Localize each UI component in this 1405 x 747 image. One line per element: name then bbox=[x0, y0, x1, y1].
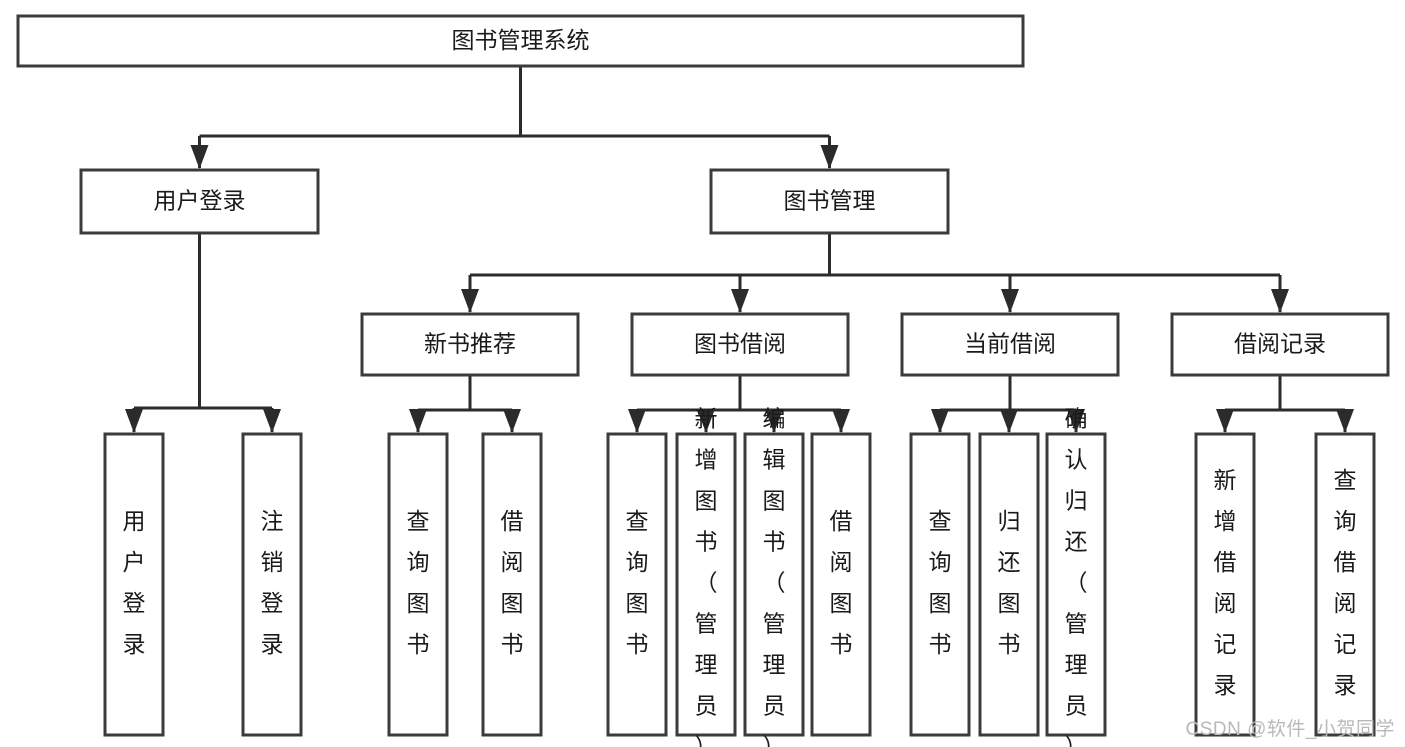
root-node-book-management-system[interactable]: 图书管理系统 bbox=[16, 14, 1025, 68]
leaf-node-leaf-return-book-box bbox=[978, 432, 1040, 737]
leaf-node-leaf-logout-login[interactable]: 注销登录 bbox=[241, 432, 303, 737]
connector-arrowhead bbox=[409, 409, 427, 433]
node-book-management-label: 图书管理 bbox=[784, 188, 876, 214]
leaf-node-leaf-confirm-return-box bbox=[1045, 432, 1107, 737]
leaf-node-leaf-return-book[interactable]: 归还图书 bbox=[978, 432, 1040, 737]
node-user-login[interactable]: 用户登录 bbox=[79, 168, 320, 235]
connector-arrowhead bbox=[1216, 409, 1234, 433]
leaf-node-leaf-query-book-1-box bbox=[387, 432, 449, 737]
connector-arrowhead bbox=[731, 289, 749, 313]
connector-arrowhead bbox=[931, 409, 949, 433]
node-book-management[interactable]: 图书管理 bbox=[709, 168, 950, 235]
leaf-node-leaf-edit-book[interactable]: 编辑图书（管理员） bbox=[743, 406, 805, 747]
node-current-borrow-box bbox=[900, 312, 1120, 377]
node-book-management-box bbox=[709, 168, 950, 235]
node-borrow-record-label: 借阅记录 bbox=[1234, 331, 1326, 357]
connector-arrowhead bbox=[1336, 409, 1354, 433]
leaf-node-leaf-query-record-label: 查询借阅记录 bbox=[1334, 467, 1357, 698]
leaf-node-leaf-query-book-3-box bbox=[909, 432, 971, 737]
connector-arrowhead bbox=[832, 409, 850, 433]
leaf-node-leaf-query-book-1-label: 查询图书 bbox=[407, 508, 430, 657]
diagram-nodes-layer: 图书管理系统用户登录图书管理新书推荐图书借阅当前借阅借阅记录用户登录注销登录查询… bbox=[16, 14, 1390, 747]
root-node-book-management-system-box bbox=[16, 14, 1025, 68]
connector-arrowhead bbox=[1271, 289, 1289, 313]
leaf-node-leaf-add-record-box bbox=[1194, 432, 1256, 737]
leaf-node-leaf-edit-book-box bbox=[743, 432, 805, 737]
connector-arrowhead bbox=[765, 409, 783, 433]
csdn-watermark: CSDN @软件_小贺同学 bbox=[1185, 719, 1395, 740]
node-new-book-recommend-label: 新书推荐 bbox=[424, 331, 516, 357]
leaf-node-leaf-logout-login-label: 注销登录 bbox=[261, 508, 284, 657]
connector-arrowhead bbox=[1067, 409, 1085, 433]
leaf-node-leaf-add-record[interactable]: 新增借阅记录 bbox=[1194, 432, 1256, 737]
leaf-node-leaf-borrow-book-1-label: 借阅图书 bbox=[501, 508, 524, 657]
node-new-book-recommend-box bbox=[360, 312, 580, 377]
node-current-borrow-label: 当前借阅 bbox=[964, 331, 1056, 357]
leaf-node-leaf-borrow-book-1-box bbox=[481, 432, 543, 737]
leaf-node-leaf-user-login-label: 用户登录 bbox=[123, 508, 146, 657]
connector-arrowhead bbox=[1001, 289, 1019, 313]
leaf-node-leaf-edit-book-label: 编辑图书（管理员） bbox=[763, 406, 786, 747]
leaf-node-leaf-user-login[interactable]: 用户登录 bbox=[103, 432, 165, 737]
leaf-node-leaf-add-book-label: 新增图书（管理员） bbox=[695, 406, 718, 747]
connector-arrowhead bbox=[1000, 409, 1018, 433]
leaf-node-leaf-borrow-book-2[interactable]: 借阅图书 bbox=[810, 432, 872, 737]
connector-arrowhead bbox=[820, 145, 839, 169]
connector-arrowhead bbox=[503, 409, 521, 433]
leaf-node-leaf-query-record[interactable]: 查询借阅记录 bbox=[1314, 432, 1376, 737]
connector-lines-layer bbox=[125, 66, 1354, 433]
leaf-node-leaf-query-book-3[interactable]: 查询图书 bbox=[909, 432, 971, 737]
node-current-borrow[interactable]: 当前借阅 bbox=[900, 312, 1120, 377]
connector-arrowhead bbox=[263, 409, 281, 433]
leaf-node-leaf-user-login-box bbox=[103, 432, 165, 737]
node-new-book-recommend[interactable]: 新书推荐 bbox=[360, 312, 580, 377]
leaf-node-leaf-confirm-return[interactable]: 确认归还（管理员） bbox=[1045, 406, 1107, 747]
leaf-node-leaf-borrow-book-2-box bbox=[810, 432, 872, 737]
leaf-node-leaf-return-book-label: 归还图书 bbox=[998, 508, 1021, 657]
leaf-node-leaf-query-record-box bbox=[1314, 432, 1376, 737]
node-book-borrow[interactable]: 图书借阅 bbox=[630, 312, 850, 377]
root-node-book-management-system-label: 图书管理系统 bbox=[452, 27, 590, 53]
leaf-node-leaf-query-book-1[interactable]: 查询图书 bbox=[387, 432, 449, 737]
node-borrow-record-box bbox=[1170, 312, 1390, 377]
leaf-node-leaf-query-book-2[interactable]: 查询图书 bbox=[606, 432, 668, 737]
leaf-node-leaf-query-book-2-box bbox=[606, 432, 668, 737]
connector-arrowhead bbox=[125, 409, 143, 433]
leaf-node-leaf-add-record-label: 新增借阅记录 bbox=[1214, 467, 1237, 698]
node-borrow-record[interactable]: 借阅记录 bbox=[1170, 312, 1390, 377]
leaf-node-leaf-confirm-return-label: 确认归还（管理员） bbox=[1065, 406, 1088, 747]
connector-arrowhead bbox=[697, 409, 715, 433]
node-user-login-label: 用户登录 bbox=[154, 188, 246, 214]
leaf-node-leaf-logout-login-box bbox=[241, 432, 303, 737]
node-user-login-box bbox=[79, 168, 320, 235]
node-book-borrow-label: 图书借阅 bbox=[694, 331, 786, 357]
leaf-node-leaf-add-book[interactable]: 新增图书（管理员） bbox=[675, 406, 737, 747]
leaf-node-leaf-query-book-2-label: 查询图书 bbox=[626, 508, 649, 657]
leaf-node-leaf-borrow-book-1[interactable]: 借阅图书 bbox=[481, 432, 543, 737]
leaf-node-leaf-borrow-book-2-label: 借阅图书 bbox=[830, 508, 853, 657]
connector-arrowhead bbox=[190, 145, 209, 169]
leaf-node-leaf-add-book-box bbox=[675, 432, 737, 737]
connector-arrowhead bbox=[461, 289, 479, 313]
node-book-borrow-box bbox=[630, 312, 850, 377]
leaf-node-leaf-query-book-3-label: 查询图书 bbox=[929, 508, 952, 657]
connector-arrowhead bbox=[628, 409, 646, 433]
